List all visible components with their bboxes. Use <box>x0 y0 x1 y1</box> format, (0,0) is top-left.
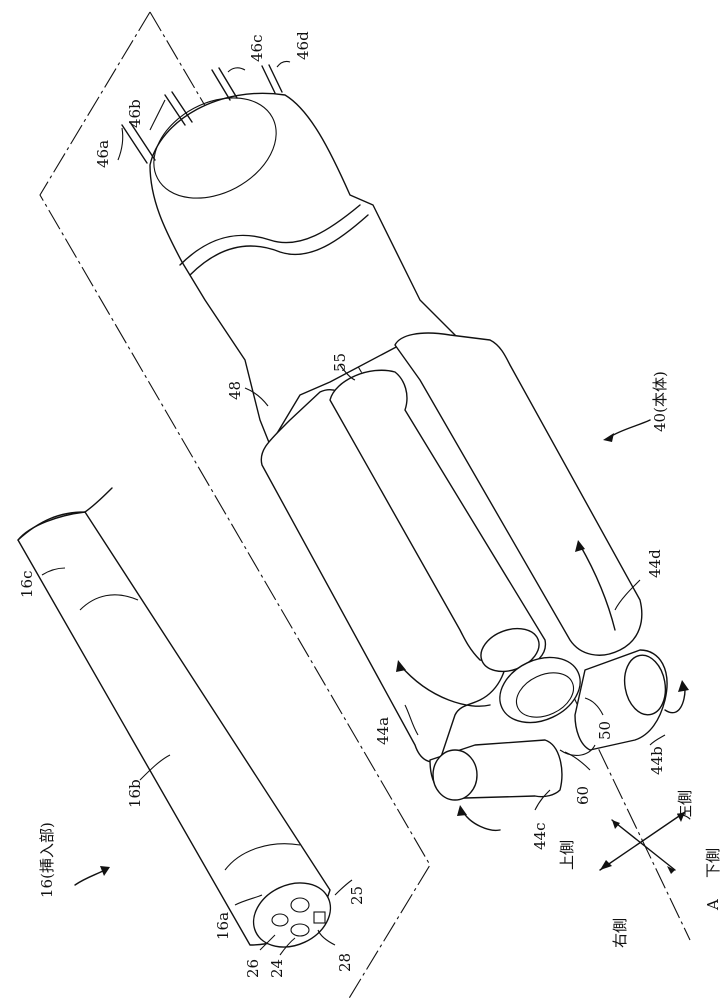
label-25: 25 <box>348 886 366 905</box>
label-40: 40(本体) <box>651 371 669 432</box>
label-55: 55 <box>331 353 349 372</box>
label-46a: 46a <box>94 140 112 168</box>
label-a: A <box>704 899 722 911</box>
label-60: 60 <box>574 786 592 805</box>
label-46c: 46c <box>248 35 266 63</box>
label-44c: 44c <box>531 823 549 851</box>
label-26: 26 <box>244 959 262 978</box>
insertion-portion-16 <box>18 488 341 959</box>
insertion-tube-16b <box>18 512 330 945</box>
label-28: 28 <box>336 953 354 972</box>
label-16a: 16a <box>214 912 232 940</box>
label-44d: 44d <box>646 549 664 578</box>
label-right: 右側 <box>611 918 629 948</box>
label-48: 48 <box>226 381 244 400</box>
arrow-40 <box>610 420 650 437</box>
label-down: 下側 <box>704 848 722 878</box>
flow-arrow-44b <box>665 690 685 713</box>
label-16c: 16c <box>18 571 36 599</box>
direction-indicator <box>600 812 685 874</box>
label-left: 左側 <box>676 790 694 820</box>
label-16b: 16b <box>126 779 144 808</box>
flow-arrow-44c <box>462 810 500 830</box>
label-up: 上側 <box>558 840 576 870</box>
label-50: 50 <box>596 721 614 740</box>
label-46d: 46d <box>294 31 312 60</box>
arrow-16 <box>75 870 105 885</box>
label-44b: 44b <box>648 746 666 775</box>
label-16: 16(挿入部) <box>38 822 56 898</box>
label-24: 24 <box>268 959 286 978</box>
label-46b: 46b <box>126 99 144 128</box>
label-44a: 44a <box>374 717 392 745</box>
